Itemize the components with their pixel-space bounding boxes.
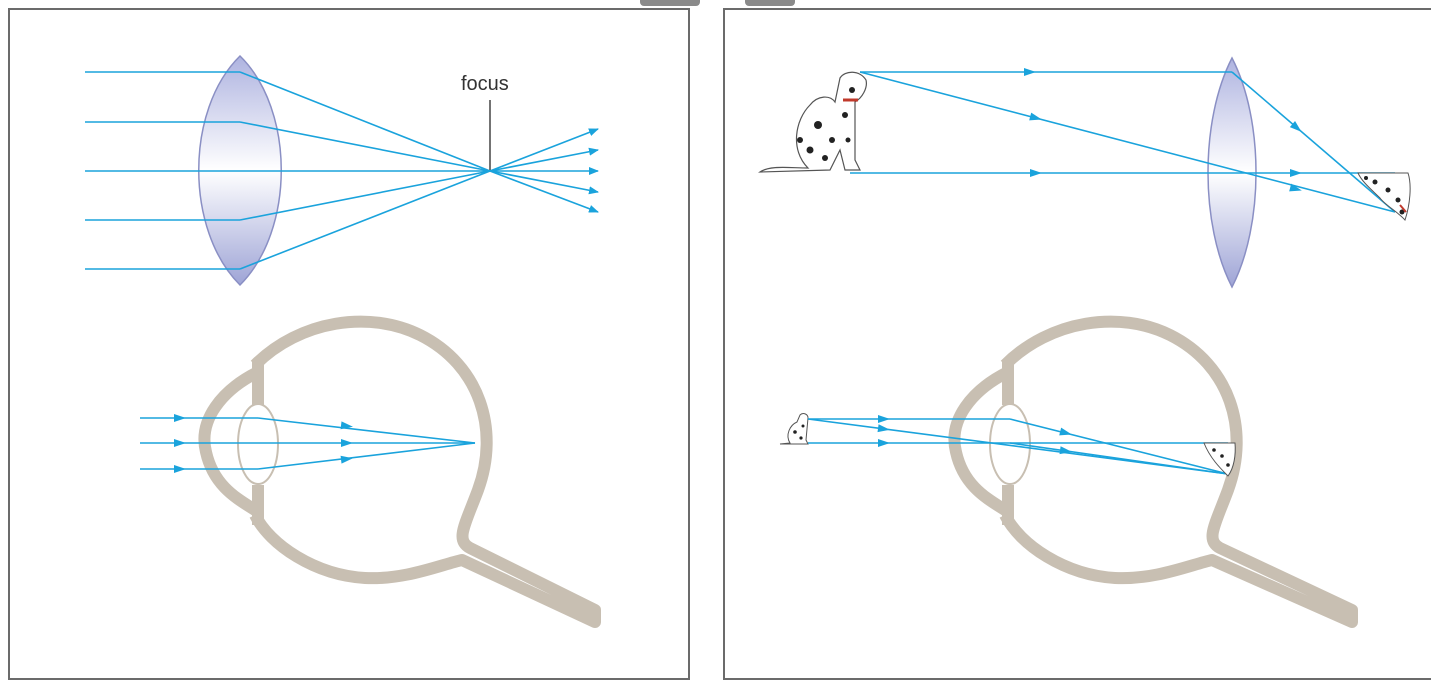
focus-label: focus: [461, 73, 509, 95]
left-eye: [198, 315, 601, 628]
left-panel: [8, 8, 690, 680]
cornea: [198, 366, 262, 518]
eye-outline: [999, 315, 1358, 628]
eye-outline: [249, 315, 601, 628]
eye-rays-left: [140, 417, 476, 470]
dalmatian-dog-image: [758, 71, 867, 173]
parallel-rays: [85, 71, 491, 270]
inverted-small-dalmatian-dog-image: [1203, 442, 1236, 477]
top-crop-fragment-2: [745, 0, 795, 6]
small-dalmatian-dog-image: [779, 413, 809, 445]
top-strip: [0, 0, 1431, 8]
inverted-dalmatian-dog-image: [1357, 172, 1411, 221]
eye-lens: [237, 403, 279, 485]
diverging-rays: [489, 128, 599, 213]
eye-lens: [989, 403, 1031, 485]
object-ray-arrows: [1024, 68, 1305, 195]
right-eye: [948, 315, 1358, 628]
cornea: [948, 366, 1012, 518]
object-rays: [850, 71, 1396, 213]
top-crop-fragment: [640, 0, 700, 6]
